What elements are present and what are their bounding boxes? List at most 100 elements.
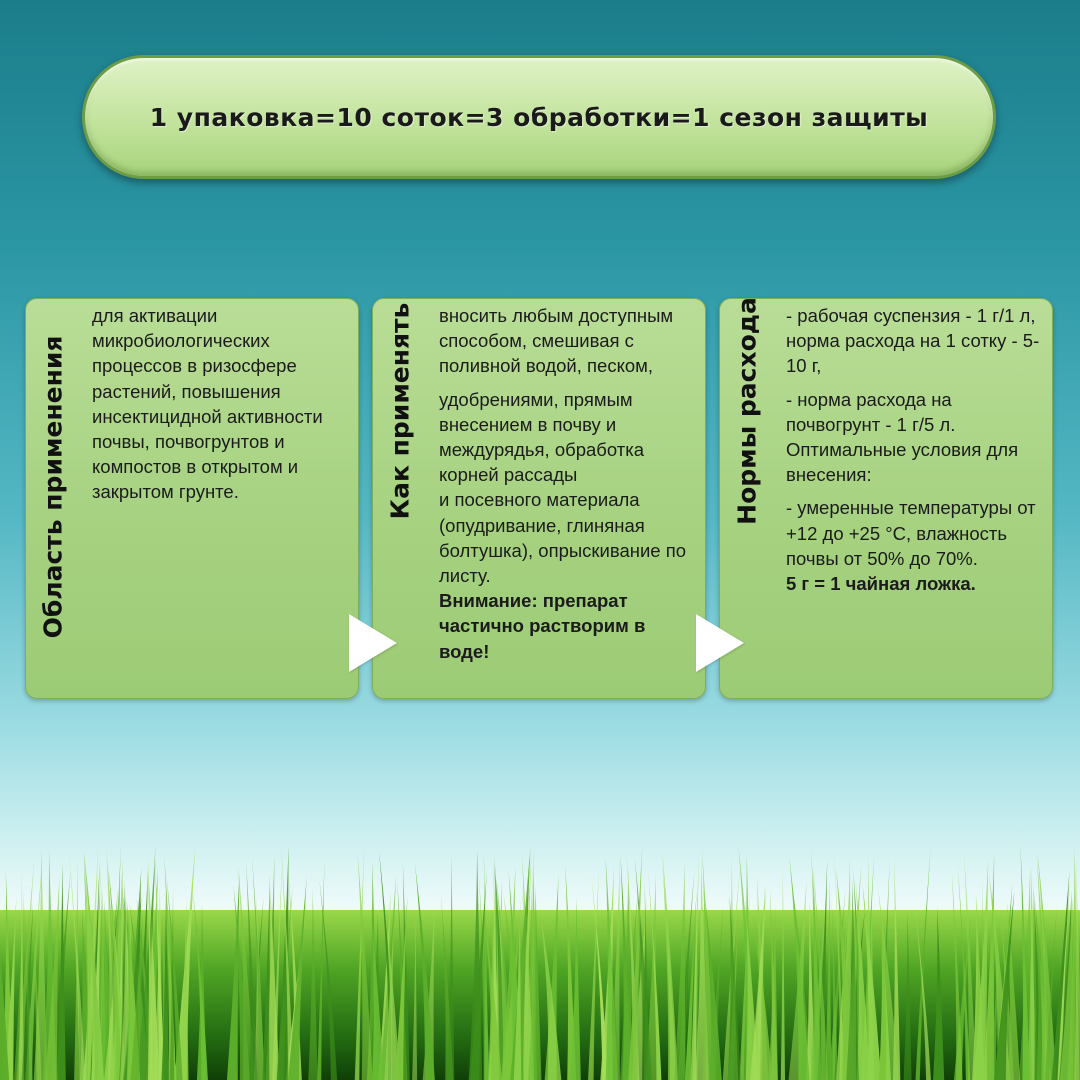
grass-blade	[648, 871, 662, 1080]
grass-blade	[1044, 904, 1058, 1080]
grass-blade	[136, 857, 156, 1080]
card-paragraph: вносить любым доступным способом, смешив…	[439, 305, 674, 377]
grass-blade	[933, 906, 945, 1080]
grass-blade	[357, 852, 373, 1080]
grass-blade	[878, 888, 899, 1080]
card-paragraph: удобрениями, прямым внесением в почву и …	[439, 388, 645, 486]
grass-blade	[780, 867, 786, 1080]
grass-blade	[727, 895, 741, 1080]
grass-blade	[620, 855, 632, 1080]
grass-blade	[846, 879, 860, 1080]
card-paragraph: и посевного материала (опудривание, глин…	[439, 489, 687, 587]
grass-blade	[813, 869, 829, 1080]
card-title-how-to-use: Как применять	[385, 302, 415, 520]
card-title-wrap: Область применения	[26, 299, 80, 698]
grass-blade	[384, 912, 395, 1080]
grass-blade	[68, 852, 86, 1080]
grass-blade	[662, 862, 677, 1080]
grass-blade	[539, 908, 562, 1080]
grass-blade	[862, 884, 882, 1080]
grass-blade	[4, 897, 17, 1080]
grass-blade	[570, 898, 581, 1080]
grass-blade	[154, 857, 165, 1080]
grass-decoration	[0, 840, 1080, 1080]
grass-blade	[692, 910, 699, 1080]
grass-image	[0, 845, 1080, 1080]
grass-blade	[892, 857, 901, 1080]
grass-blade	[1036, 855, 1052, 1080]
grass-blade	[483, 909, 502, 1080]
grass-blade	[645, 873, 657, 1080]
card-paragraph: - норма расхода на почвогрунт - 1 г/5 л.…	[786, 388, 1019, 486]
grass-blade	[478, 875, 491, 1080]
grass-blade	[963, 852, 977, 1080]
grass-blade	[288, 876, 307, 1080]
grass-blade	[147, 862, 160, 1080]
warning-text: Внимание: препарат частично растворим в …	[439, 590, 646, 662]
card-body: - рабочая суспензия - 1 г/1 л, норма рас…	[786, 303, 1042, 604]
card-paragraph: для активации микробиологических процесс…	[92, 305, 323, 503]
grass-blade	[610, 860, 620, 1080]
grass-blade	[1057, 877, 1071, 1080]
grass-blade	[973, 858, 989, 1080]
grass-blade	[591, 879, 609, 1080]
grass-blade	[22, 887, 33, 1080]
grass-blade	[166, 875, 183, 1080]
grass-blade	[684, 890, 697, 1080]
grass-blade	[811, 869, 822, 1080]
right-arrow-icon	[349, 614, 397, 672]
grass-blade	[914, 901, 931, 1080]
grass-blade	[824, 879, 832, 1080]
grass-blade	[412, 910, 418, 1080]
grass-blade	[833, 849, 845, 1080]
grass-blade	[56, 862, 66, 1080]
grass-blade	[994, 890, 1015, 1080]
grass-blade	[1074, 860, 1080, 1080]
grass-blade	[169, 887, 175, 1080]
grass-blade	[0, 952, 10, 1080]
grass-blade	[1018, 866, 1032, 1080]
grass-blade	[533, 892, 541, 1080]
grass-blade	[628, 847, 643, 1080]
grass-blade	[354, 846, 365, 1080]
grass-blade	[1020, 845, 1030, 1080]
grass-blade	[750, 885, 767, 1080]
grass-blade	[83, 850, 105, 1080]
grass-blade	[233, 884, 250, 1080]
grass-blade	[178, 900, 189, 1080]
grass-blade	[251, 856, 265, 1080]
headline-banner: 1 упаковка=10 соток=3 обработки=1 сезон …	[82, 55, 996, 179]
grass-blade	[21, 903, 34, 1080]
grass-blade	[588, 868, 599, 1080]
grass-blade	[468, 850, 483, 1080]
right-arrow-icon	[696, 614, 744, 672]
grass-blade	[768, 906, 778, 1080]
grass-blade	[276, 846, 290, 1080]
grass-blade	[705, 900, 722, 1080]
grass-blade	[605, 857, 619, 1080]
grass-blade	[246, 862, 258, 1080]
card-body: вносить любым доступным способом, смешив…	[439, 303, 695, 672]
grass-blade	[272, 851, 283, 1080]
grass-blade	[831, 899, 838, 1080]
grass-blade	[674, 861, 686, 1080]
grass-blade	[631, 898, 647, 1080]
grass-blade	[753, 914, 773, 1080]
note-text: 5 г = 1 чайная ложка.	[786, 573, 976, 595]
grass-blade	[662, 851, 678, 1080]
grass-blade	[308, 888, 318, 1080]
grass-blade	[447, 853, 455, 1080]
grass-blade	[192, 890, 208, 1080]
card-body: для активации микробиологических процесс…	[92, 303, 348, 513]
grass-blade	[690, 852, 699, 1080]
grass-blade	[370, 906, 384, 1080]
grass-blade	[957, 863, 971, 1080]
grass-blade	[513, 899, 522, 1080]
grass-blade	[319, 878, 338, 1080]
card-consumption-rates: Нормы расхода - рабочая суспензия - 1 г/…	[719, 297, 1053, 699]
headline-text: 1 упаковка=10 соток=3 обработки=1 сезон …	[149, 102, 929, 132]
grass-blade	[280, 845, 294, 1080]
grass-blade	[402, 862, 410, 1080]
grass-blade	[33, 847, 48, 1080]
card-paragraph: - умеренные температуры от +12 до +25 °С…	[786, 497, 1036, 569]
